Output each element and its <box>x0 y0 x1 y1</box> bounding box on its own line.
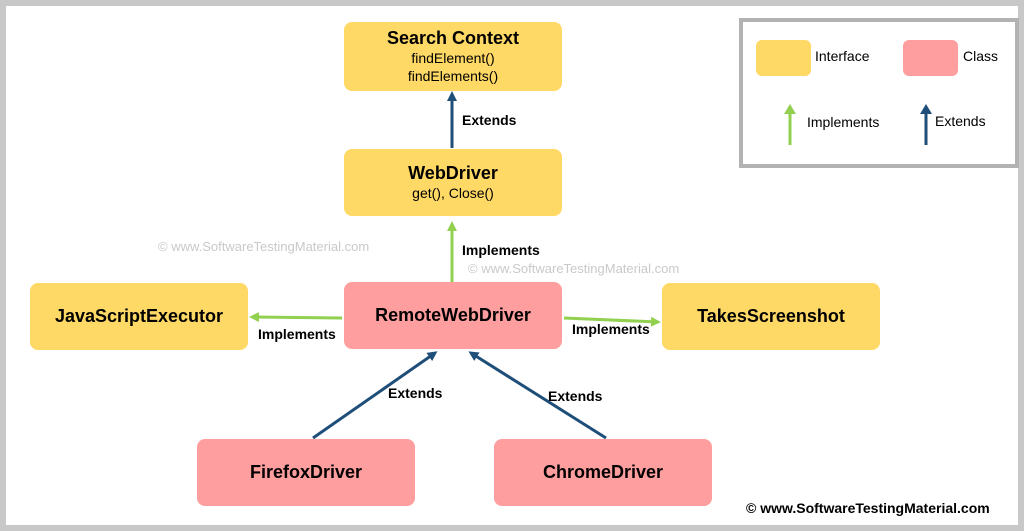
node-method: findElement() <box>411 50 495 66</box>
legend-interface-swatch <box>756 40 811 76</box>
node-webdriver: WebDriver get(), Close() <box>344 149 562 216</box>
edge-label: Implements <box>572 321 650 337</box>
legend-class-swatch <box>903 40 958 76</box>
edge-remote-implements-jsexecutor <box>249 312 343 323</box>
edge-label: Extends <box>548 388 603 404</box>
copyright: © www.SoftwareTestingMaterial.com <box>746 500 990 516</box>
edge-remote-implements-takesscreenshot <box>563 316 661 327</box>
watermark: © www.SoftwareTestingMaterial.com <box>468 261 680 276</box>
diagram-canvas: © www.SoftwareTestingMaterial.com © www.… <box>6 6 1019 525</box>
node-javascript-executor: JavaScriptExecutor <box>30 283 248 350</box>
legend-implements-label: Implements <box>807 114 880 130</box>
node-search-context: Search Context findElement() findElement… <box>344 22 562 91</box>
legend-extends-label: Extends <box>935 113 986 129</box>
edge-firefox-extends-remote <box>312 351 438 440</box>
node-title: WebDriver <box>408 163 498 183</box>
node-chrome-driver: ChromeDriver <box>494 439 712 506</box>
legend-interface-label: Interface <box>815 48 870 64</box>
node-title: TakesScreenshot <box>697 306 845 326</box>
node-remote-webdriver: RemoteWebDriver <box>344 282 562 349</box>
node-takes-screenshot: TakesScreenshot <box>662 283 880 350</box>
edge-label: Extends <box>388 385 443 401</box>
legend: Interface Class Implements Extends <box>739 18 1019 168</box>
node-title: JavaScriptExecutor <box>54 306 224 326</box>
node-firefox-driver: FirefoxDriver <box>197 439 415 506</box>
node-title: ChromeDriver <box>542 462 664 482</box>
node-method: get(), Close() <box>412 185 494 201</box>
legend-class-label: Class <box>963 48 999 64</box>
edge-chrome-extends-remote <box>468 351 607 440</box>
watermark: © www.SoftwareTestingMaterial.com <box>158 239 370 254</box>
legend-extends-arrow-icon <box>920 104 932 145</box>
node-method: findElements() <box>407 68 499 84</box>
edge-label: Implements <box>462 242 540 258</box>
edges-layer <box>249 91 661 440</box>
edge-label: Implements <box>258 326 336 342</box>
legend-implements-arrow-icon <box>784 104 796 145</box>
node-title: Search Context <box>386 28 520 48</box>
edge-label: Extends <box>462 112 517 128</box>
node-title: RemoteWebDriver <box>375 305 531 325</box>
node-title: FirefoxDriver <box>249 462 363 482</box>
